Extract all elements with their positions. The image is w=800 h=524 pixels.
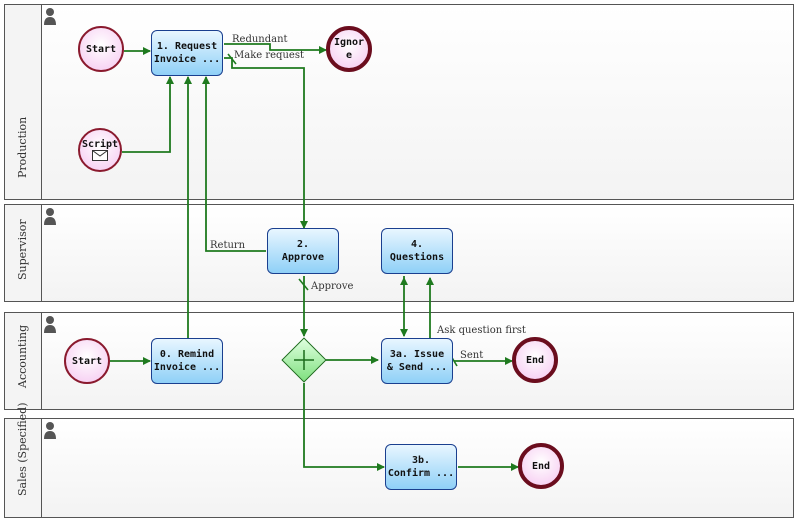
- task-label: Confirm ...: [387, 468, 455, 479]
- task-label: 3b.: [411, 455, 431, 466]
- default-flow-slash: [227, 53, 237, 65]
- end-label: Ignor: [333, 37, 365, 48]
- start-event-production[interactable]: Start: [78, 26, 124, 72]
- task-approve[interactable]: 2. Approve: [267, 228, 339, 274]
- end-label: e: [345, 50, 353, 61]
- task-request-invoice[interactable]: 1. Request Invoice ...: [151, 30, 223, 76]
- task-label: 3a. Issue: [389, 349, 445, 360]
- edge-request-to-ignore: [224, 43, 327, 54]
- lane-header: Accounting: [5, 313, 42, 409]
- script-event[interactable]: Script: [78, 128, 122, 172]
- edge-script-to-request: [122, 76, 174, 153]
- end-event-accounting[interactable]: End: [512, 337, 558, 383]
- envelope-icon: [92, 150, 108, 161]
- end-label: End: [531, 460, 551, 472]
- edge-approve-return: [202, 76, 266, 252]
- task-confirm[interactable]: 3b. Confirm ...: [385, 444, 457, 490]
- edge-label-ask-question-first: Ask question first: [437, 325, 526, 336]
- task-label: & Send ...: [386, 362, 448, 373]
- edge-label-make-request: Make request: [234, 50, 304, 61]
- task-questions[interactable]: 4. Questions: [381, 228, 453, 274]
- task-label: 4.: [410, 239, 424, 250]
- task-label: Approve: [281, 252, 325, 263]
- person-icon: [44, 8, 56, 25]
- start-event-accounting[interactable]: Start: [64, 338, 110, 384]
- task-issue-send[interactable]: 3a. Issue & Send ...: [381, 338, 453, 384]
- edge-gateway-to-confirm: [303, 383, 385, 471]
- end-label: End: [525, 354, 545, 366]
- edge-label-sent: Sent: [460, 350, 484, 361]
- lane-header: Supervisor: [5, 205, 42, 301]
- lane-header: Production: [5, 5, 42, 199]
- edge-label-return: Return: [210, 240, 246, 251]
- start-label: Start: [71, 355, 103, 367]
- edge-label-approve: Approve: [311, 281, 354, 292]
- script-label: Script: [81, 139, 119, 150]
- task-label: 0. Remind: [159, 349, 215, 360]
- start-label: Start: [85, 43, 117, 55]
- task-label: Invoice ...: [153, 54, 221, 65]
- end-event-ignore[interactable]: Ignor e: [326, 26, 372, 72]
- lane-header: Sales (Specified): [5, 403, 42, 517]
- person-icon: [44, 208, 56, 225]
- task-label: 2.: [296, 239, 310, 250]
- task-remind-invoice[interactable]: 0. Remind Invoice ...: [151, 338, 223, 384]
- edge-request-to-approve: [224, 57, 308, 229]
- lane-production: Production: [4, 4, 794, 200]
- person-icon: [44, 316, 56, 333]
- default-flow-slash: [298, 278, 309, 291]
- task-label: Invoice ...: [153, 362, 221, 373]
- task-label: Questions: [389, 252, 445, 263]
- end-event-sales[interactable]: End: [518, 443, 564, 489]
- edge-label-redundant: Redundant: [232, 34, 288, 45]
- task-label: 1. Request: [156, 41, 218, 52]
- person-icon: [44, 422, 56, 439]
